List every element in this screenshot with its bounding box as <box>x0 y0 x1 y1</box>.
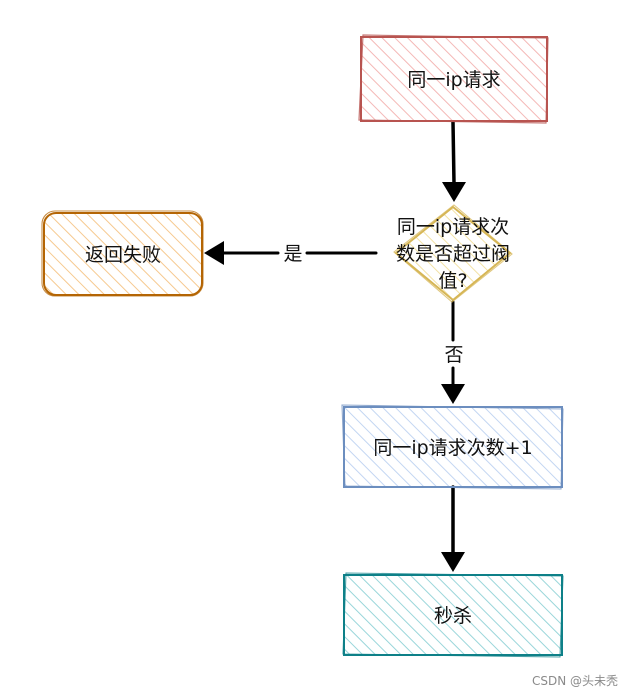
edge-request-to-decision <box>442 120 466 202</box>
node-fail-label: 返回失败 <box>85 244 161 266</box>
edge-decision-to-increment: 否 <box>441 300 465 404</box>
node-seckill[interactable]: 秒杀 <box>342 572 564 658</box>
node-decision[interactable]: 同一ip请求次 数是否超过阀 值? <box>393 204 513 303</box>
node-decision-line-2: 数是否超过阀 <box>396 243 510 265</box>
node-request[interactable]: 同一ip请求 <box>358 34 549 124</box>
node-seckill-label: 秒杀 <box>434 605 472 627</box>
edge-label-yes: 是 <box>283 243 302 265</box>
node-increment[interactable]: 同一ip请求次数+1 <box>341 404 564 490</box>
node-decision-line-3: 值? <box>438 270 467 292</box>
node-increment-label: 同一ip请求次数+1 <box>373 437 532 459</box>
edge-label-no: 否 <box>444 344 463 366</box>
edge-increment-to-seckill <box>441 485 465 572</box>
watermark: CSDN @头未秃 <box>532 674 618 688</box>
node-fail[interactable]: 返回失败 <box>41 210 204 297</box>
edge-decision-to-fail: 是 <box>204 241 378 265</box>
node-decision-line-1: 同一ip请求次 <box>397 216 509 238</box>
node-request-label: 同一ip请求 <box>407 69 500 91</box>
